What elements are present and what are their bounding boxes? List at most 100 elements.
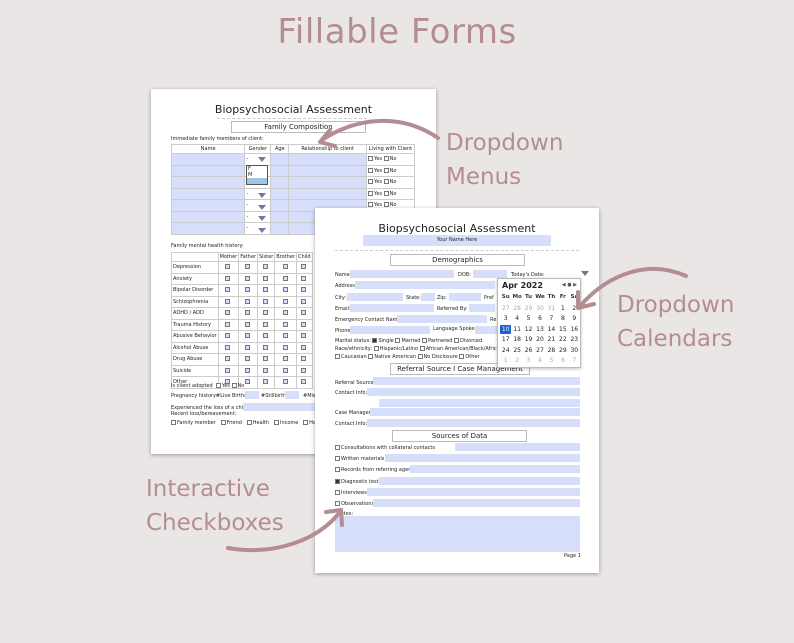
calendar-day[interactable]: 2	[572, 304, 577, 312]
history-checkbox[interactable]	[225, 356, 231, 362]
native-american-checkbox[interactable]	[368, 354, 374, 359]
case-contact-info-field[interactable]	[367, 419, 580, 427]
history-checkbox[interactable]	[225, 298, 231, 304]
notes-field[interactable]	[335, 516, 580, 552]
calendar-day[interactable]: 14	[547, 325, 556, 333]
friend-checkbox[interactable]	[220, 420, 226, 425]
history-checkbox[interactable]	[282, 379, 288, 385]
history-checkbox[interactable]	[282, 275, 288, 281]
history-checkbox[interactable]	[263, 298, 269, 304]
your-name-field[interactable]: Your Name Here	[363, 235, 551, 246]
dropdown-option[interactable]: F	[248, 166, 251, 172]
calendar-day[interactable]: 10	[500, 324, 512, 334]
calendar-day[interactable]: 31	[547, 304, 556, 312]
chevron-down-icon[interactable]	[258, 205, 266, 210]
language-field[interactable]	[475, 326, 497, 334]
family-member-checkbox[interactable]	[171, 420, 176, 425]
health-checkbox[interactable]	[246, 420, 252, 425]
source-checkbox[interactable]	[335, 478, 340, 484]
stillbirths-field[interactable]	[285, 391, 299, 399]
calendar-day[interactable]: 28	[513, 304, 521, 312]
calendar-day[interactable]: 26	[524, 346, 533, 354]
history-checkbox[interactable]	[263, 275, 269, 281]
history-checkbox[interactable]	[282, 321, 288, 327]
calendar-day[interactable]: 18	[513, 336, 521, 343]
calendar-day[interactable]: 17	[501, 336, 510, 343]
history-checkbox[interactable]	[301, 356, 307, 362]
name-field[interactable]	[170, 210, 246, 223]
history-checkbox[interactable]	[245, 379, 251, 385]
history-checkbox[interactable]	[301, 275, 307, 281]
history-checkbox[interactable]	[301, 344, 307, 350]
phone-field[interactable]	[350, 326, 430, 334]
name-field[interactable]	[170, 222, 246, 235]
history-checkbox[interactable]	[282, 310, 288, 316]
calendar-day[interactable]: 3	[503, 315, 508, 322]
name-field[interactable]	[170, 164, 246, 177]
history-checkbox[interactable]	[282, 356, 288, 362]
yes-checkbox[interactable]	[368, 190, 373, 196]
history-checkbox[interactable]	[263, 356, 269, 362]
calendar-day[interactable]: 30	[536, 304, 544, 312]
chevron-down-icon[interactable]	[258, 216, 266, 221]
yes-checkbox[interactable]	[368, 156, 373, 162]
history-checkbox[interactable]	[263, 310, 269, 316]
calendar-day[interactable]: 4	[515, 315, 520, 322]
chevron-down-icon[interactable]	[258, 157, 266, 162]
city-field[interactable]	[347, 293, 403, 301]
history-checkbox[interactable]	[263, 367, 269, 373]
history-checkbox[interactable]	[282, 264, 288, 270]
no-checkbox[interactable]	[383, 179, 389, 185]
calendar-day[interactable]: 21	[547, 336, 556, 343]
calendar-day[interactable]: 6	[560, 357, 565, 364]
name-field[interactable]	[170, 176, 246, 189]
age-field[interactable]	[270, 210, 290, 223]
divorced-checkbox[interactable]	[453, 338, 459, 343]
calendar-day[interactable]: 29	[559, 346, 567, 354]
calendar-day[interactable]: 30	[570, 346, 579, 354]
african-american-checkbox[interactable]	[419, 346, 425, 351]
history-checkbox[interactable]	[225, 367, 231, 373]
calendar-day[interactable]: 1	[560, 304, 565, 312]
history-checkbox[interactable]	[263, 264, 269, 270]
calendar-day[interactable]: 1	[503, 357, 508, 364]
caucasian-checkbox[interactable]	[335, 354, 340, 359]
name-field[interactable]	[170, 199, 246, 212]
calendar-day[interactable]: 23	[570, 336, 579, 343]
history-checkbox[interactable]	[225, 287, 231, 293]
calendar-day[interactable]: 3	[526, 357, 531, 364]
no-checkbox[interactable]	[383, 190, 389, 196]
history-checkbox[interactable]	[245, 264, 251, 270]
history-checkbox[interactable]	[263, 287, 269, 293]
calendar-day[interactable]: 5	[526, 315, 531, 322]
contact-info-field[interactable]	[367, 388, 580, 396]
state-field[interactable]	[421, 293, 435, 301]
income-checkbox[interactable]	[273, 420, 279, 425]
calendar-day[interactable]: 5	[549, 357, 554, 364]
history-checkbox[interactable]	[301, 264, 307, 270]
calendar-day[interactable]: 28	[547, 346, 556, 354]
yes-checkbox[interactable]	[368, 202, 373, 208]
calendar-nav[interactable]: ◀ ● ▶	[561, 282, 577, 288]
source-field[interactable]	[373, 499, 580, 507]
history-checkbox[interactable]	[225, 321, 231, 327]
source-field[interactable]	[367, 487, 580, 496]
no-checkbox[interactable]	[231, 383, 237, 388]
chevron-down-icon[interactable]	[258, 193, 266, 198]
chevron-down-icon[interactable]	[258, 228, 266, 233]
calendar-day[interactable]: 24	[501, 346, 510, 354]
calendar-day[interactable]: 16	[570, 325, 579, 333]
history-checkbox[interactable]	[301, 310, 307, 316]
partnered-checkbox[interactable]	[422, 338, 428, 343]
yes-checkbox[interactable]	[368, 167, 373, 173]
history-checkbox[interactable]	[245, 333, 251, 339]
history-checkbox[interactable]	[245, 344, 251, 350]
hispanic-checkbox[interactable]	[373, 346, 379, 351]
calendar-day[interactable]: 15	[559, 325, 567, 333]
yes-checkbox[interactable]	[215, 383, 221, 388]
name-field[interactable]	[170, 187, 246, 200]
history-checkbox[interactable]	[245, 275, 251, 281]
history-checkbox[interactable]	[301, 321, 307, 327]
history-checkbox[interactable]	[282, 287, 288, 293]
source-field[interactable]	[385, 454, 580, 463]
